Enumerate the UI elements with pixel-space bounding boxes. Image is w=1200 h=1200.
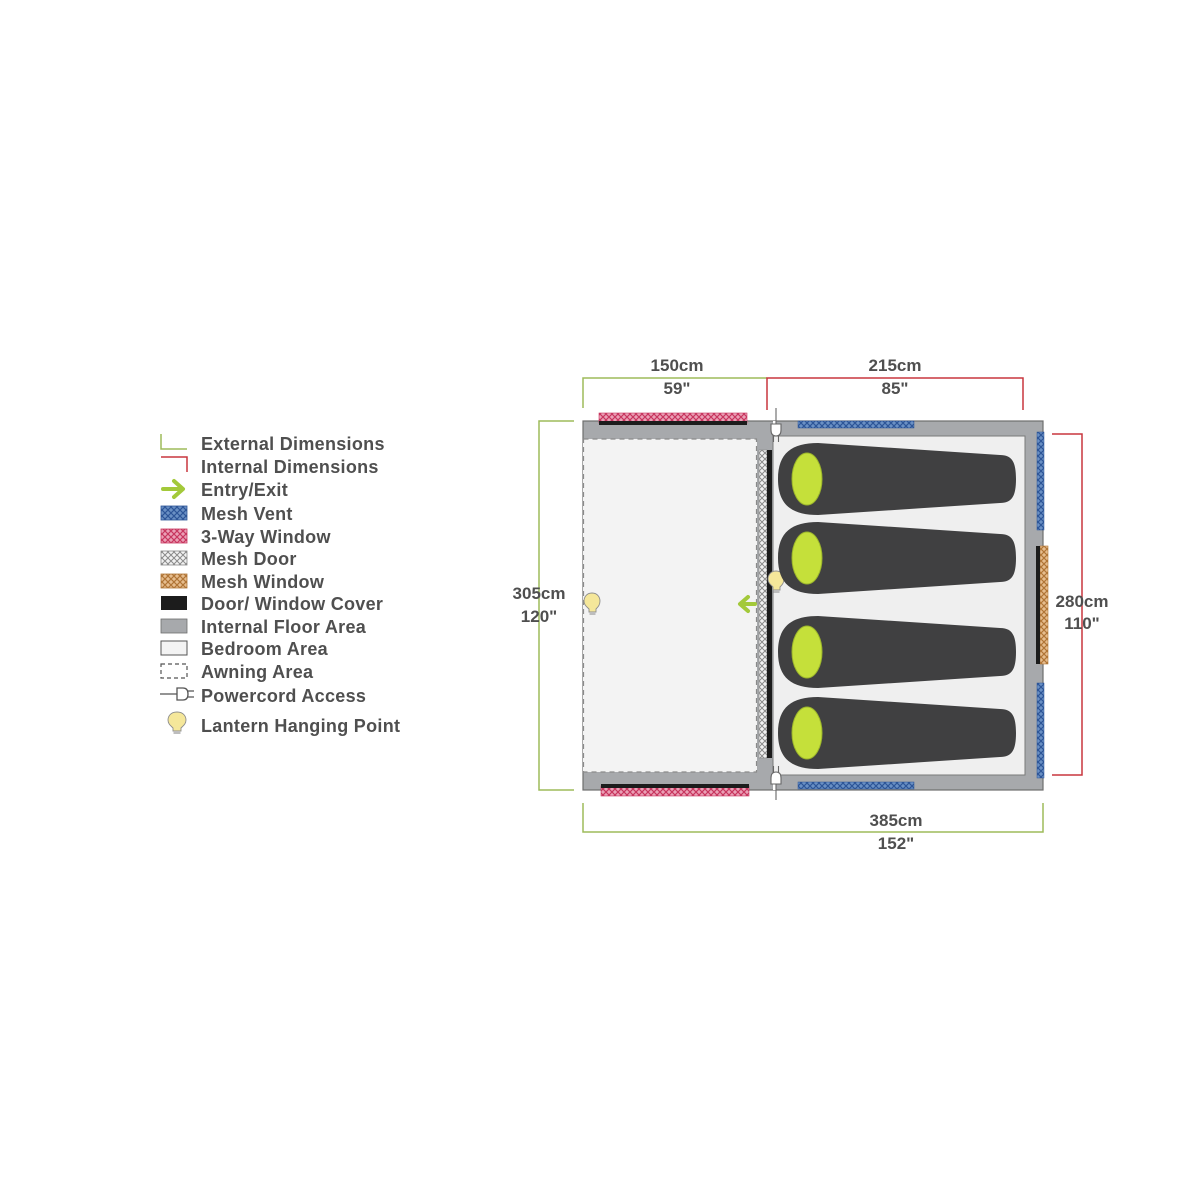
legend-internal-dimensions: Internal Dimensions — [201, 457, 379, 477]
plug-icon — [770, 766, 782, 800]
external-depth-in: 120" — [521, 607, 557, 626]
external-depth-line — [538, 420, 574, 791]
window-cover-top — [599, 421, 747, 425]
legend-bedroom-area: Bedroom Area — [201, 639, 329, 659]
legend-door-window-cover: Door/ Window Cover — [201, 594, 383, 614]
total-length-cm: 385cm — [870, 811, 923, 830]
plug-icon — [160, 687, 194, 701]
internal-floor-swatch — [160, 618, 188, 634]
legend-3-way-window: 3-Way Window — [201, 527, 331, 547]
mesh-door — [758, 449, 768, 759]
legend-powercord-access: Powercord Access — [201, 686, 366, 706]
legend-mesh-window: Mesh Window — [201, 572, 325, 592]
external-depth-cm: 305cm — [513, 584, 566, 603]
sleeping-bag — [778, 443, 1016, 515]
dimension-lines — [538, 377, 1083, 833]
legend-lantern-hanging-point: Lantern Hanging Point — [201, 716, 400, 736]
lantern-icon — [167, 711, 187, 734]
dimension-labels: 150cm 59" 215cm 85" 305cm 120" 280cm 110… — [513, 356, 1109, 853]
mesh-door-swatch — [160, 550, 188, 566]
total-length-line — [582, 803, 1044, 833]
door-cover — [767, 450, 772, 758]
legend-internal-floor-area: Internal Floor Area — [201, 617, 367, 637]
lantern-icon — [583, 592, 601, 615]
mesh-vent-swatch — [160, 505, 188, 521]
mesh-vent-right-upper — [1036, 431, 1045, 531]
internal-depth-cm: 280cm — [1056, 592, 1109, 611]
mesh-window-right — [1039, 545, 1049, 665]
sleeping-bags — [778, 443, 1016, 769]
internal-dimension-symbol — [161, 456, 188, 472]
plug-icon — [770, 408, 782, 442]
mesh-vent-right-lower — [1036, 682, 1045, 779]
awning-width-in: 59" — [664, 379, 691, 398]
window-cover-bottom — [601, 784, 749, 788]
sleeping-bag — [778, 616, 1016, 688]
awning-area — [583, 439, 757, 772]
door-cover-swatch — [161, 596, 187, 610]
sleeping-bag — [778, 697, 1016, 769]
mesh-window-swatch — [160, 573, 188, 589]
legend-awning-area: Awning Area — [201, 662, 314, 682]
sleeping-bag — [778, 522, 1016, 594]
external-dimension-symbol — [160, 434, 187, 450]
bedroom-width-in: 85" — [882, 379, 909, 398]
arrow-left-icon — [738, 595, 757, 613]
bedroom-swatch — [160, 640, 188, 656]
awning-width-cm: 150cm — [651, 356, 704, 375]
bedroom-width-line — [766, 377, 1024, 410]
legend-external-dimensions: External Dimensions — [201, 434, 385, 454]
total-length-in: 152" — [878, 834, 914, 853]
legend-mesh-vent: Mesh Vent — [201, 504, 293, 524]
window-cover-right — [1036, 546, 1040, 664]
awning-width-line — [582, 377, 767, 408]
mesh-vent-top — [797, 420, 915, 429]
internal-depth-in: 110" — [1064, 614, 1100, 633]
three-way-window-swatch — [160, 528, 188, 544]
bedroom-width-cm: 215cm — [869, 356, 922, 375]
mesh-vent-bottom — [797, 781, 915, 790]
legend-entry-exit: Entry/Exit — [201, 480, 288, 500]
internal-depth-line — [1052, 433, 1083, 776]
arrow-right-icon — [161, 479, 185, 499]
legend: External Dimensions Internal Dimensions … — [160, 434, 400, 736]
awning-swatch — [160, 663, 188, 679]
legend-mesh-door: Mesh Door — [201, 549, 297, 569]
